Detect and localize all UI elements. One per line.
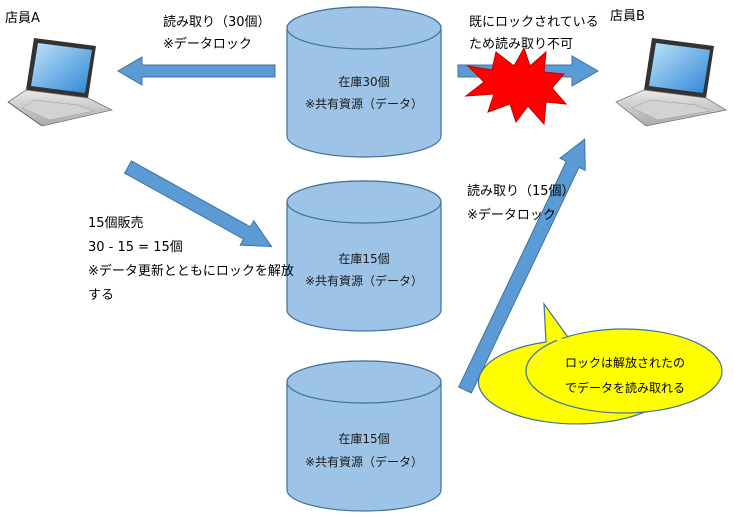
db-cylinder-top: 在庫30個 ※共有資源（データ） [286, 6, 442, 158]
laptop-a-icon [7, 38, 114, 127]
db-cylinder-middle: 在庫15個 ※共有資源（データ） [286, 180, 442, 332]
read-arrow-to-a [117, 56, 276, 86]
callout-line1: ロックは解放されたの [565, 355, 685, 370]
read-a-label: 読み取り（30個） ※データロック [163, 12, 271, 56]
read-a-line1: 読み取り（30個） [163, 15, 271, 30]
sale-line1: 15個販売 [88, 216, 144, 231]
read-b-line1: 読み取り（15個） [467, 184, 575, 199]
read-a-line2: ※データロック [163, 37, 252, 52]
callout-line2: でデータを読み取れる [565, 380, 685, 395]
db-bottom-line2: ※共有資源（データ） [305, 454, 423, 469]
sale-line2: 30 - 15 = 15個 [88, 240, 183, 255]
db-cylinder-bottom: 在庫15個 ※共有資源（データ） [286, 360, 442, 512]
sale-line4: する [88, 288, 115, 303]
db-mid-line1: 在庫15個 [338, 252, 389, 266]
blocked-line2: ため読み取り不可 [469, 37, 574, 52]
read-b-label: 読み取り（15個） ※データロック [467, 180, 575, 228]
callout-bubble: ロックは解放されたの でデータを読み取れる [477, 301, 723, 425]
clerk-b-label: 店員B [610, 9, 645, 24]
db-top-line1: 在庫30個 [338, 75, 389, 89]
db-mid-line2: ※共有資源（データ） [305, 273, 423, 288]
lock-conflict-burst [464, 46, 568, 126]
read-b-line2: ※データロック [467, 208, 556, 223]
sale-label: 15個販売 30 - 15 = 15個 ※データ更新とともにロックを解放 する [88, 212, 294, 308]
blocked-label: 既にロックされている ため読み取り不可 [469, 12, 599, 56]
db-bottom-line1: 在庫15個 [338, 432, 389, 446]
sale-line3: ※データ更新とともにロックを解放 [88, 264, 294, 279]
db-top-line2: ※共有資源（データ） [305, 96, 423, 111]
update-arrow [123, 160, 273, 248]
laptop-b-icon [615, 38, 728, 127]
blocked-line1: 既にロックされている [469, 15, 599, 30]
read-arrow-to-b [458, 138, 586, 394]
clerk-a-label: 店員A [5, 11, 40, 26]
